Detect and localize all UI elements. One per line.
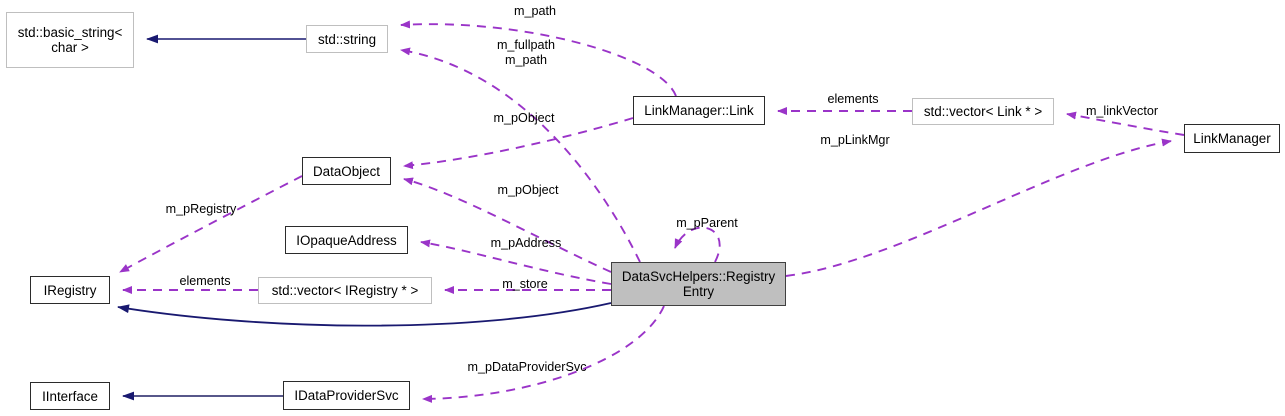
node-std-vector-iregistry-ptr[interactable]: std::vector< IRegistry * > xyxy=(258,277,432,304)
edge-usage-m-pdataprovidersvc xyxy=(422,305,665,403)
edge-label-m-linkvector: m_linkVector xyxy=(1085,104,1159,118)
edge-label-m-pobject-link: m_pObject xyxy=(493,111,555,125)
edge-label-m-pregistry: m_pRegistry xyxy=(165,202,237,216)
edge-label-m-fullpath-m-path: m_fullpath m_path xyxy=(496,38,556,67)
edge-inherit-registryentry-iregistry xyxy=(117,302,612,327)
node-std-basic-string[interactable]: std::basic_string< char > xyxy=(6,12,134,68)
node-linkmanager-link[interactable]: LinkManager::Link xyxy=(633,96,765,125)
node-dataobject[interactable]: DataObject xyxy=(302,157,391,185)
edge-label-m-pdataprovidersvc: m_pDataProviderSvc xyxy=(467,360,587,374)
node-iregistry[interactable]: IRegistry xyxy=(30,276,110,304)
edge-label-elements-iregistry: elements xyxy=(179,274,231,288)
edge-usage-m-plinkmgr xyxy=(785,138,1172,277)
edge-label-m-plinkmgr: m_pLinkMgr xyxy=(820,133,890,147)
edge-usage-m-fullpath-m-path xyxy=(400,47,641,263)
node-std-vector-link-ptr[interactable]: std::vector< Link * > xyxy=(912,98,1054,125)
edge-label-m-pobject-registryentry: m_pObject xyxy=(497,183,559,197)
node-datasvchelpers-registryentry[interactable]: DataSvcHelpers::Registry Entry xyxy=(611,262,786,306)
edge-usage-m-pregistry xyxy=(119,175,303,273)
edge-label-m-store: m_store xyxy=(502,277,548,291)
edge-label-m-path-top: m_path xyxy=(513,4,556,18)
node-std-string[interactable]: std::string xyxy=(306,25,388,53)
node-iopaqueaddress[interactable]: IOpaqueAddress xyxy=(285,226,408,254)
node-idataprovidersvc[interactable]: IDataProviderSvc xyxy=(283,381,410,410)
edge-usage-m-linkvector xyxy=(1066,111,1185,136)
node-iinterface[interactable]: IInterface xyxy=(30,382,110,410)
edge-label-elements-link: elements xyxy=(827,92,879,106)
node-linkmanager[interactable]: LinkManager xyxy=(1184,124,1280,153)
edge-usage-m-pparent-selfloop xyxy=(674,226,721,263)
edge-usage-m-path-top xyxy=(400,20,677,97)
edge-usage-m-pobject-link xyxy=(403,117,634,170)
edge-label-m-paddress: m_pAddress xyxy=(490,236,562,250)
edge-label-m-pparent: m_pParent xyxy=(676,216,738,230)
